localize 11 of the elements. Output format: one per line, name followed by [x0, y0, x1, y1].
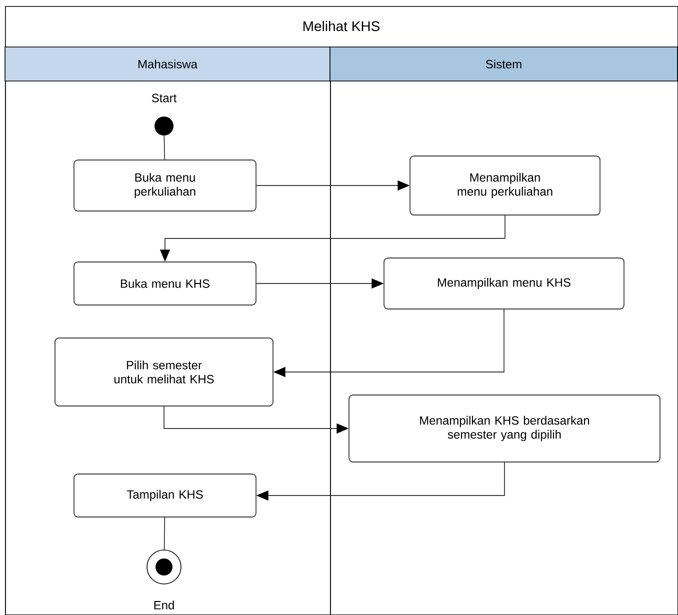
end-node	[146, 550, 182, 584]
activity-box: Tampilan KHS	[74, 474, 256, 518]
activity-box: Buka menu KHS	[74, 262, 256, 306]
activity-box: Pilih semester untuk melihat KHS	[54, 338, 274, 406]
activity-box: Menampilkan KHS berdasarkan semester yang dipilih	[348, 394, 660, 462]
node-caption: End	[154, 600, 174, 610]
activity-box: Menampilkan menu KHS	[384, 258, 624, 310]
start-node	[154, 116, 174, 136]
activity-box: Menampilkan menu perkuliahan	[410, 156, 600, 216]
activity-box: Buka menu perkuliahan	[74, 160, 256, 212]
node-caption: Start	[152, 94, 177, 102]
